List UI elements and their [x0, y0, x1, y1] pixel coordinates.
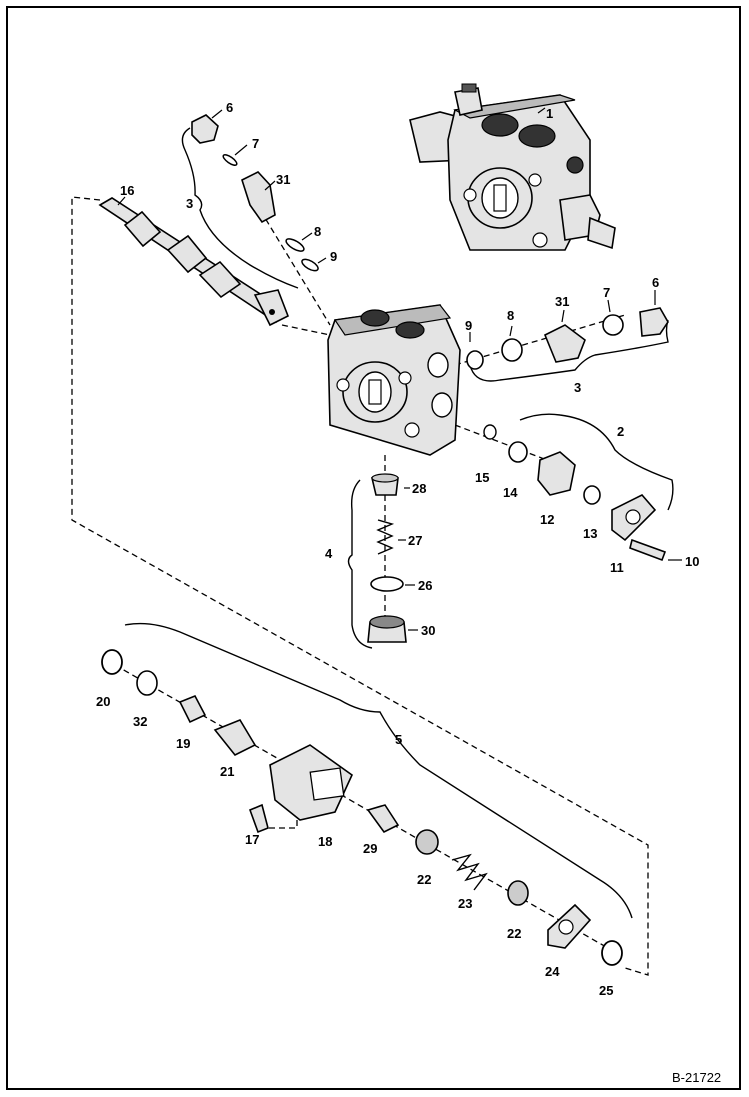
callout-29: 29: [363, 841, 377, 856]
callout-28: 28: [412, 481, 426, 496]
callout-1: 1: [546, 106, 553, 121]
spool-end-cap-parts: [101, 649, 623, 966]
callout-15: 15: [475, 470, 489, 485]
figure-number: B-21722: [672, 1070, 721, 1085]
callout-18: 18: [318, 834, 332, 849]
callout-27: 27: [408, 533, 422, 548]
group-braces: [124, 127, 674, 919]
callout-17: 17: [245, 832, 259, 847]
callout-3-right: 3: [574, 380, 581, 395]
callout-23: 23: [458, 896, 472, 911]
callout-30: 30: [421, 623, 435, 638]
callout-10: 10: [685, 554, 699, 569]
valve-section-body: [327, 304, 461, 456]
valve-assembly-1: [409, 83, 616, 251]
callout-16: 16: [120, 183, 134, 198]
callout-22-lower: 22: [507, 926, 521, 941]
callout-8-left: 8: [314, 224, 321, 239]
callout-14: 14: [503, 485, 518, 500]
callout-12: 12: [540, 512, 554, 527]
callout-11: 11: [610, 560, 624, 575]
callout-24: 24: [545, 964, 560, 979]
drawing-border: [6, 6, 741, 1090]
callout-25: 25: [599, 983, 613, 998]
left-stack-parts: [191, 114, 319, 272]
leader-lines: [117, 107, 682, 631]
callout-31-left: 31: [276, 172, 290, 187]
callout-6-right: 6: [652, 275, 659, 290]
callout-32: 32: [133, 714, 147, 729]
callout-26: 26: [418, 578, 432, 593]
callout-8-right: 8: [507, 308, 514, 323]
callout-labels: 1 2 3 3 4 5 6 6 7 7 8 8 9 9 10 11 12 13 …: [96, 100, 699, 998]
callout-22-upper: 22: [417, 872, 431, 887]
callout-13: 13: [583, 526, 597, 541]
relief-valve-parts: [367, 473, 407, 643]
callout-31-right: 31: [555, 294, 569, 309]
port-flange-parts: [483, 424, 667, 562]
callout-9-left: 9: [330, 249, 337, 264]
callout-5: 5: [395, 732, 402, 747]
callout-4: 4: [325, 546, 333, 561]
callout-19: 19: [176, 736, 190, 751]
callout-7-right: 7: [603, 285, 610, 300]
callout-7-left: 7: [252, 136, 259, 151]
callout-2: 2: [617, 424, 624, 439]
right-stack-parts: [466, 307, 669, 370]
spool-16: [98, 197, 290, 327]
callout-20: 20: [96, 694, 110, 709]
callout-9-right: 9: [465, 318, 472, 333]
callout-6-left: 6: [226, 100, 233, 115]
callout-3-left: 3: [186, 196, 193, 211]
callout-21: 21: [220, 764, 234, 779]
